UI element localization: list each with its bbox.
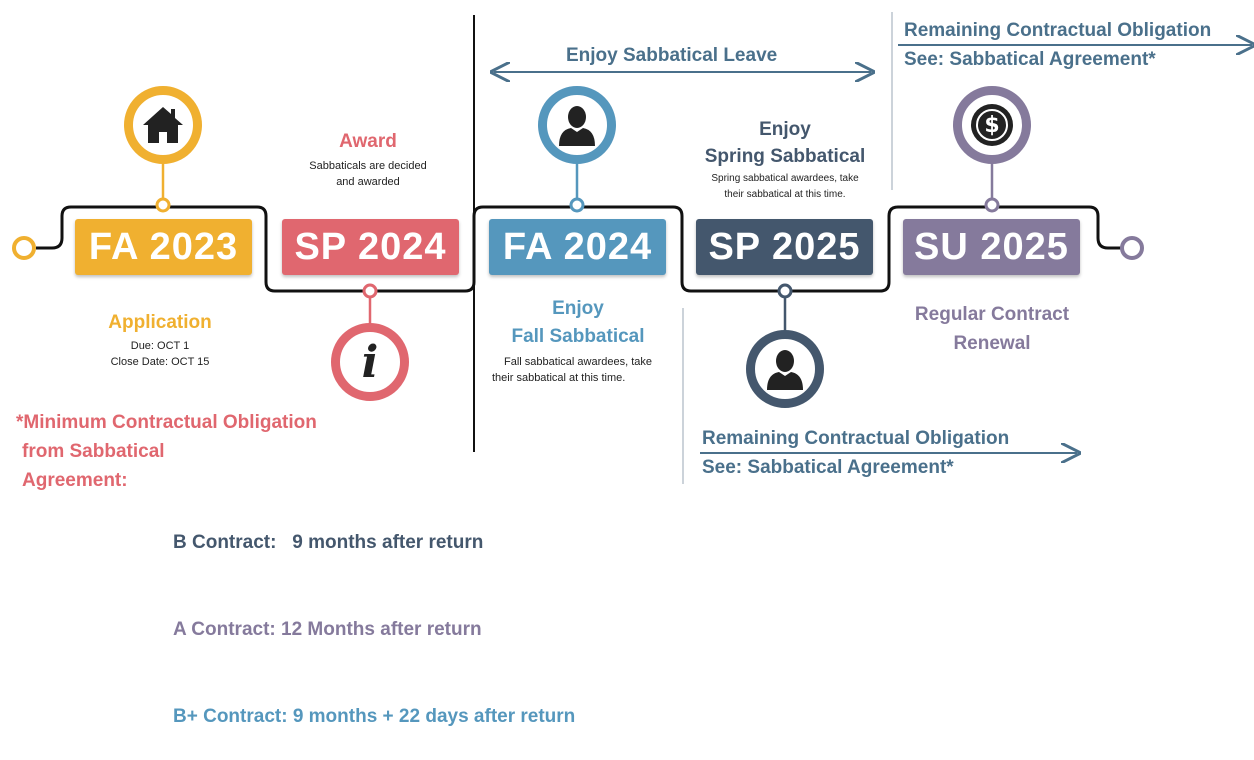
award-block: Award Sabbaticals are decided and awarde… <box>278 131 458 190</box>
contract-a: A Contract: 12 Months after return <box>173 619 482 640</box>
period-fa-2024: FA 2024 <box>489 219 666 275</box>
application-block: Application Due: OCT 1 Close Date: OCT 1… <box>70 312 250 370</box>
person-pin-fall <box>538 86 616 164</box>
period-sp-2025: SP 2025 <box>696 219 873 275</box>
spring-title-2: Spring Sabbatical <box>704 146 866 167</box>
fall-desc-1: Fall sabbatical awardees, take <box>504 356 652 368</box>
award-title: Award <box>339 131 397 152</box>
track-end-node <box>1120 236 1144 260</box>
fall-title-2: Fall Sabbatical <box>511 326 645 347</box>
minimum-line2: from Sabbatical <box>22 441 165 462</box>
award-line1: Sabbaticals are decided <box>309 160 427 172</box>
period-sp-2024: SP 2024 <box>282 219 459 275</box>
period-label: FA 2023 <box>88 225 239 268</box>
period-label: FA 2024 <box>502 225 653 268</box>
minimum-line3: Agreement: <box>22 470 128 491</box>
dollar-pin: $ <box>953 86 1031 164</box>
period-su-2025: SU 2025 <box>903 219 1080 275</box>
obligation-top-line2: See: Sabbatical Agreement* <box>904 49 1156 70</box>
contract-bplus: B+ Contract: 9 months + 22 days after re… <box>173 706 576 727</box>
spring-sabbatical-block: Enjoy Spring Sabbatical Spring sabbatica… <box>688 117 882 203</box>
application-due: Due: OCT 1 <box>130 340 190 352</box>
contract-b: B Contract: 9 months after return <box>173 532 484 553</box>
obligation-bottom-line2: See: Sabbatical Agreement* <box>702 457 954 478</box>
minimum-line1: *Minimum Contractual Obligation <box>16 412 317 433</box>
obligation-bottom-line1: Remaining Contractual Obligation <box>702 428 1010 449</box>
period-label: SP 2024 <box>294 225 447 268</box>
person-icon <box>559 106 595 146</box>
application-close: Close Date: OCT 15 <box>110 356 210 368</box>
sabbatical-leave-label: Enjoy Sabbatical Leave <box>566 45 778 66</box>
obligation-top-line1: Remaining Contractual Obligation <box>904 20 1212 41</box>
renewal-title-2: Renewal <box>953 333 1031 354</box>
timeline-track <box>12 12 1254 484</box>
fall-title-1: Enjoy <box>552 298 604 319</box>
period-fa-2023: FA 2023 <box>75 219 252 275</box>
renewal-block: Regular Contract Renewal <box>885 300 1099 358</box>
renewal-title-1: Regular Contract <box>914 304 1070 325</box>
info-pin: i <box>331 323 409 401</box>
period-label: SU 2025 <box>914 225 1069 268</box>
person-pin-spring <box>746 330 824 408</box>
minimum-obligation-heading: *Minimum Contractual Obligation from Sab… <box>16 408 317 495</box>
house-pin <box>124 86 202 164</box>
spring-title-1: Enjoy <box>759 119 811 140</box>
period-label: SP 2025 <box>708 225 861 268</box>
award-line2: and awarded <box>336 176 400 188</box>
fall-sabbatical-block: Enjoy Fall Sabbatical Fall sabbatical aw… <box>480 296 676 386</box>
info-icon: i <box>361 336 379 388</box>
spring-desc-2: their sabbatical at this time. <box>724 189 846 200</box>
contract-list: B Contract: 9 months after return A Cont… <box>173 470 575 760</box>
application-title: Application <box>108 312 212 333</box>
person-icon <box>767 350 803 390</box>
house-icon <box>143 107 183 143</box>
track-start-node <box>12 236 36 260</box>
fall-desc-2: their sabbatical at this time. <box>492 372 626 384</box>
spring-desc-1: Spring sabbatical awardees, take <box>711 173 859 184</box>
dollar-icon: $ <box>971 104 1013 146</box>
